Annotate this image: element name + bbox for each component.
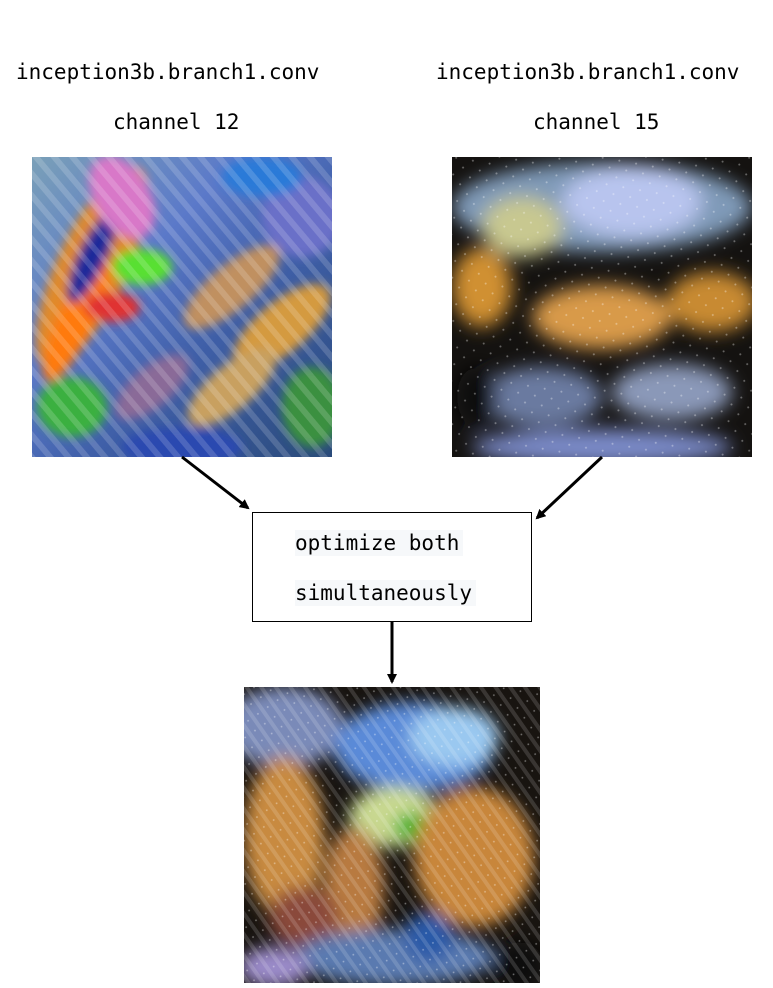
process-line-1: optimize both xyxy=(295,530,464,556)
channel-12-visualization xyxy=(32,157,332,457)
right-channel-label: channel 15 xyxy=(533,110,660,134)
right-layer-label: inception3b.branch1.conv xyxy=(436,60,740,84)
optimize-process-box: optimize both simultaneously xyxy=(252,512,532,622)
combined-visualization xyxy=(244,687,540,983)
arrow-left-to-box xyxy=(181,455,250,510)
channel-15-visualization xyxy=(452,157,752,457)
left-channel-label: channel 12 xyxy=(113,110,240,134)
left-layer-label: inception3b.branch1.conv xyxy=(16,60,320,84)
process-line-2: simultaneously xyxy=(295,580,477,606)
arrow-right-to-box xyxy=(535,455,604,520)
